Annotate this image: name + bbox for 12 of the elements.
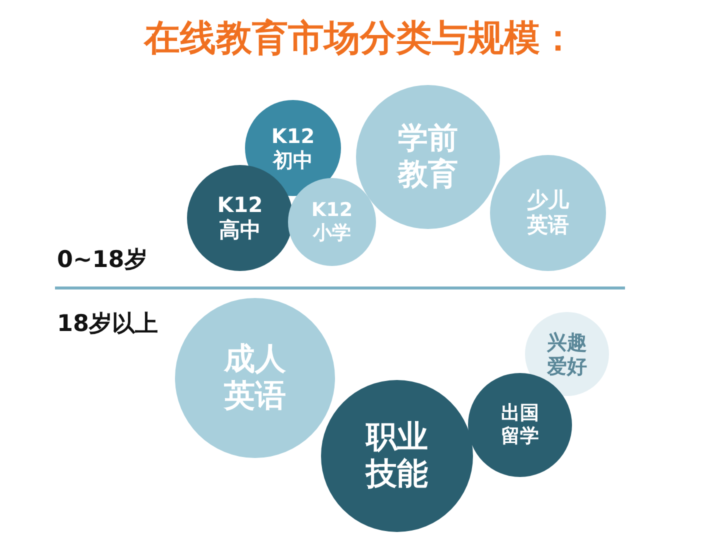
category-label: K12 初中 (271, 124, 315, 172)
category-label: 职业技能 (364, 418, 429, 494)
age-group-label: 0~18岁 (57, 246, 148, 275)
age-group-label: 18岁以上 (57, 310, 158, 339)
category-label: 学前教育 (396, 121, 459, 193)
category-label: 出国留学 (500, 402, 540, 448)
category-label: K12 高中 (216, 192, 264, 244)
category-label: 少儿英语 (526, 188, 570, 238)
category-label: 成人英语 (222, 340, 287, 416)
category-label: 兴趣爱好 (546, 330, 588, 378)
title: 在线教育市场分类与规模： (142, 17, 577, 61)
category-label: K12 小学 (311, 199, 353, 245)
